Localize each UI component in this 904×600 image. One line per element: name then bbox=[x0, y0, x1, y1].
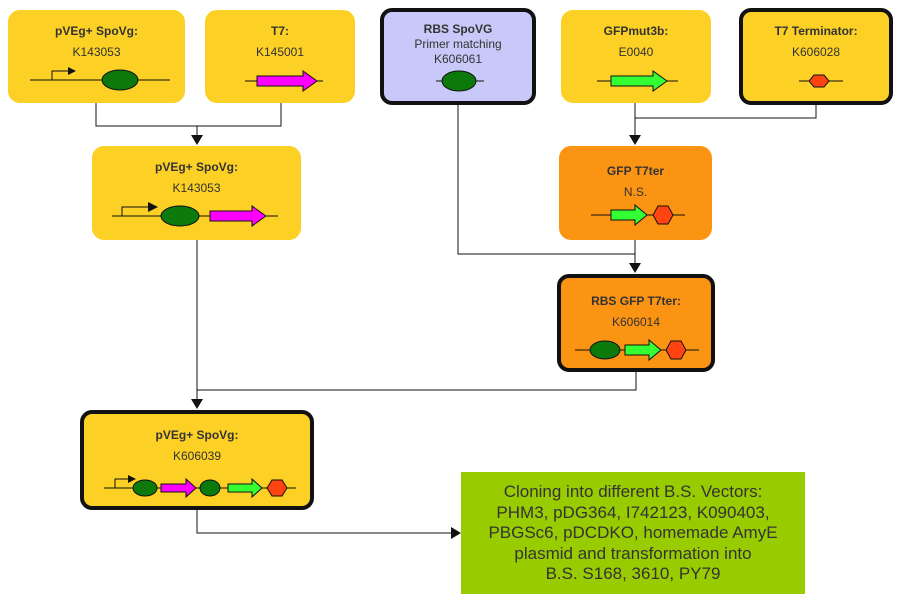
cds-arrow-icon bbox=[209, 205, 267, 227]
part-subtitle: Primer matching bbox=[414, 37, 502, 51]
promoter-icon bbox=[121, 202, 158, 216]
promoter-arrowhead bbox=[148, 202, 158, 212]
note-line: B.S. S168, 3610, PY79 bbox=[545, 564, 721, 583]
construct-glyph bbox=[8, 63, 185, 95]
construct-glyph bbox=[743, 68, 889, 96]
terminator-icon bbox=[652, 205, 674, 225]
part-title: T7: bbox=[271, 24, 289, 38]
part-box-pveg-spovg-t7-k143053[interactable]: pVEg+ SpoVg: K143053 bbox=[92, 146, 301, 240]
note-line: plasmid and transformation into bbox=[514, 543, 752, 563]
part-title: pVEg+ SpoVg: bbox=[155, 428, 239, 442]
rbs-icon bbox=[589, 340, 621, 360]
part-id: K606061 bbox=[433, 52, 483, 66]
cds-arrow-icon bbox=[227, 477, 263, 499]
cds-arrow-icon bbox=[624, 338, 662, 362]
note-line: PBGSc6, pDCDKO, homemade AmyE bbox=[488, 523, 778, 542]
part-title: pVEg+ SpoVg: bbox=[54, 24, 138, 38]
construct-glyph bbox=[92, 198, 301, 230]
part-box-pveg-spovg-k143053[interactable]: pVEg+ SpoVg: K143053 bbox=[8, 10, 185, 103]
part-box-rbs-spovg-k606061[interactable]: RBS SpoVG Primer matching K606061 bbox=[380, 8, 536, 105]
part-id: K143053 bbox=[172, 181, 221, 195]
construct-glyph bbox=[384, 66, 532, 96]
cds-arrow-icon bbox=[610, 70, 668, 92]
part-title: T7 Terminator: bbox=[774, 24, 858, 38]
part-box-rbs-gfp-t7ter-k606014[interactable]: RBS GFP T7ter: K606014 bbox=[557, 274, 715, 372]
part-id: K145001 bbox=[255, 45, 305, 59]
rbs-icon bbox=[101, 69, 139, 91]
part-id: E0040 bbox=[618, 45, 654, 59]
part-title: GFPmut3b: bbox=[603, 24, 669, 38]
part-box-t7-k145001[interactable]: T7: K145001 bbox=[205, 10, 355, 103]
rbs-icon bbox=[441, 70, 477, 92]
part-title: pVEg+ SpoVg: bbox=[154, 160, 238, 174]
part-title: RBS SpoVG bbox=[423, 22, 493, 36]
part-id: K606028 bbox=[791, 45, 841, 59]
terminator-icon bbox=[266, 479, 288, 497]
part-box-gfp-t7ter[interactable]: GFP T7ter N.S. bbox=[559, 146, 712, 240]
part-id: N.S. bbox=[623, 185, 648, 199]
part-id: K143053 bbox=[72, 45, 121, 59]
note-line: PHM3, pDG364, I742123, K090403, bbox=[496, 502, 770, 522]
part-id: K606014 bbox=[611, 315, 661, 329]
construct-glyph bbox=[561, 336, 711, 366]
construct-glyph bbox=[84, 472, 310, 502]
part-box-gfpmut3b-e0040[interactable]: GFPmut3b: E0040 bbox=[561, 10, 711, 103]
terminator-icon bbox=[665, 340, 687, 360]
part-title: GFP T7ter bbox=[606, 164, 665, 178]
rbs-icon bbox=[132, 479, 158, 497]
cloning-note: Cloning into different B.S. Vectors: PHM… bbox=[461, 472, 805, 594]
cds-arrow-icon bbox=[160, 477, 197, 499]
construct-glyph bbox=[559, 202, 712, 230]
part-box-t7-terminator-k606028[interactable]: T7 Terminator: K606028 bbox=[739, 8, 893, 105]
promoter-icon bbox=[114, 475, 136, 488]
part-title: RBS GFP T7ter: bbox=[591, 294, 681, 308]
cds-arrow-icon bbox=[610, 203, 648, 227]
part-id: K606039 bbox=[172, 449, 222, 463]
rbs-icon bbox=[160, 205, 200, 227]
construct-glyph bbox=[205, 68, 355, 96]
part-box-pveg-spovg-k606039[interactable]: pVEg+ SpoVg: K606039 bbox=[80, 410, 314, 510]
cds-arrow-icon bbox=[256, 70, 318, 92]
rbs-icon bbox=[199, 479, 221, 497]
promoter-icon bbox=[51, 67, 76, 80]
terminator-icon bbox=[808, 74, 830, 88]
construct-glyph bbox=[561, 68, 711, 96]
note-line: Cloning into different B.S. Vectors: bbox=[503, 482, 763, 501]
